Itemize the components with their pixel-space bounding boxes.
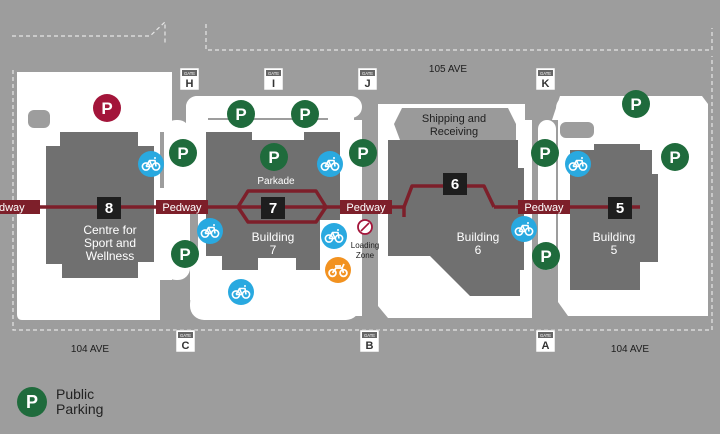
shipping-label-line2: Receiving — [430, 126, 478, 138]
building-8-name-line3: Wellness — [86, 249, 134, 263]
parking-icon[interactable]: P — [349, 139, 377, 167]
loading-zone-icon — [357, 219, 373, 235]
parking-icon[interactable]: P — [169, 139, 197, 167]
gate-k: GATE K — [535, 67, 556, 91]
building-8-name-line2: Sport and — [84, 236, 136, 250]
bike-racks[interactable] — [138, 151, 591, 305]
svg-text:P: P — [235, 105, 246, 124]
svg-text:P: P — [177, 144, 188, 163]
pedway-edge-segment — [0, 200, 40, 214]
parking-icon[interactable]: P — [171, 240, 199, 268]
svg-text:C: C — [182, 340, 190, 352]
building-7-name-line2: 7 — [270, 243, 277, 257]
building-number-badges: 8 7 6 5 — [97, 173, 632, 219]
svg-text:P: P — [299, 105, 310, 124]
legend-label-line2: Parking — [56, 401, 104, 417]
svg-text:H: H — [186, 78, 194, 90]
street-label-104-ave-right: 104 AVE — [611, 344, 650, 355]
svg-text:J: J — [364, 78, 370, 90]
svg-text:B: B — [366, 340, 374, 352]
svg-text:GATE: GATE — [540, 333, 551, 338]
gate-j: GATE J — [357, 67, 378, 91]
svg-text:P: P — [101, 99, 112, 118]
bike-icon[interactable] — [228, 279, 254, 305]
svg-text:GATE: GATE — [362, 71, 373, 76]
bike-icon[interactable] — [565, 151, 591, 177]
svg-text:P: P — [268, 148, 279, 167]
svg-text:GATE: GATE — [268, 71, 279, 76]
street-label-104-ave-left: 104 AVE — [71, 344, 110, 355]
parking-legend-icon: P — [17, 387, 47, 417]
parking-icon[interactable]: P — [291, 100, 319, 128]
building-6-name-line1: Building — [457, 230, 500, 244]
parking-icon[interactable]: P — [93, 94, 121, 122]
svg-text:P: P — [669, 148, 680, 167]
bike-icon[interactable] — [511, 216, 537, 242]
parking-icon[interactable]: P — [532, 242, 560, 270]
gate-i: GATE I — [263, 67, 284, 91]
bike-icon[interactable] — [138, 151, 164, 177]
svg-text:GATE: GATE — [180, 333, 191, 338]
map-legend: P Public Parking — [16, 386, 103, 418]
svg-text:GATE: GATE — [184, 71, 195, 76]
gate-signs: GATE H GATE I GATE J GATE K GATE C — [175, 67, 556, 353]
svg-text:GATE: GATE — [364, 333, 375, 338]
pedway-label-box-2 — [340, 200, 392, 214]
svg-text:P: P — [26, 392, 38, 412]
svg-text:A: A — [542, 340, 550, 352]
building-6-footprint — [388, 140, 524, 296]
parking-icon[interactable]: P — [661, 143, 689, 171]
gate-c: GATE C — [175, 329, 196, 353]
svg-text:P: P — [179, 245, 190, 264]
motorcycle-icon[interactable] — [325, 257, 351, 283]
building-6-name-line2: 6 — [475, 243, 482, 257]
bike-icon[interactable] — [321, 223, 347, 249]
parking-icon[interactable]: P — [260, 143, 288, 171]
gate-h: GATE H — [179, 67, 200, 91]
lot-islands — [28, 110, 594, 138]
shipping-label-line1: Shipping and — [422, 113, 486, 125]
legend-label-line1: Public — [56, 386, 95, 402]
pedway-label-3: Pedway — [524, 202, 564, 214]
street-label-105-ave: 105 AVE — [429, 64, 468, 75]
svg-text:P: P — [540, 247, 551, 266]
pedway-label-box-1 — [156, 200, 208, 214]
parking-markers[interactable]: P P P P P P P P — [93, 90, 689, 270]
pedway-label-1: Pedway — [162, 202, 202, 214]
svg-text:GATE: GATE — [540, 71, 551, 76]
parking-icon[interactable]: P — [227, 100, 255, 128]
svg-text:P: P — [539, 144, 550, 163]
pedway-edge-label: dway — [0, 202, 25, 214]
gate-b: GATE B — [359, 329, 380, 353]
loading-zone-label-line1: Loading — [351, 241, 379, 250]
parking-icon[interactable]: P — [622, 90, 650, 118]
shipping-receiving-area — [394, 108, 516, 140]
bike-icon[interactable] — [317, 151, 343, 177]
building-5-name-line1: Building — [593, 230, 636, 244]
building-6-number: 6 — [451, 176, 459, 193]
parking-icon[interactable]: P — [531, 139, 559, 167]
parkade-label: Parkade — [257, 176, 295, 187]
building-5-number: 5 — [616, 200, 624, 217]
building-names: Centre for Sport and Wellness Building 7… — [83, 223, 635, 263]
loading-zone-label-line2: Zone — [356, 251, 375, 260]
svg-text:P: P — [630, 95, 641, 114]
pedway-label-2: Pedway — [346, 202, 386, 214]
svg-text:P: P — [357, 144, 368, 163]
building-7-name-line1: Building — [252, 230, 295, 244]
gate-a: GATE A — [535, 329, 556, 353]
legend-label: Public Parking — [56, 387, 103, 417]
bike-icon[interactable] — [197, 218, 223, 244]
building-5-name-line2: 5 — [611, 243, 618, 257]
building-8-name-line1: Centre for — [83, 223, 136, 237]
svg-text:I: I — [272, 78, 275, 90]
svg-text:K: K — [542, 78, 550, 90]
pedway-label-box-3 — [518, 200, 570, 214]
building-8-number: 8 — [105, 200, 113, 217]
building-7-number: 7 — [269, 200, 277, 217]
